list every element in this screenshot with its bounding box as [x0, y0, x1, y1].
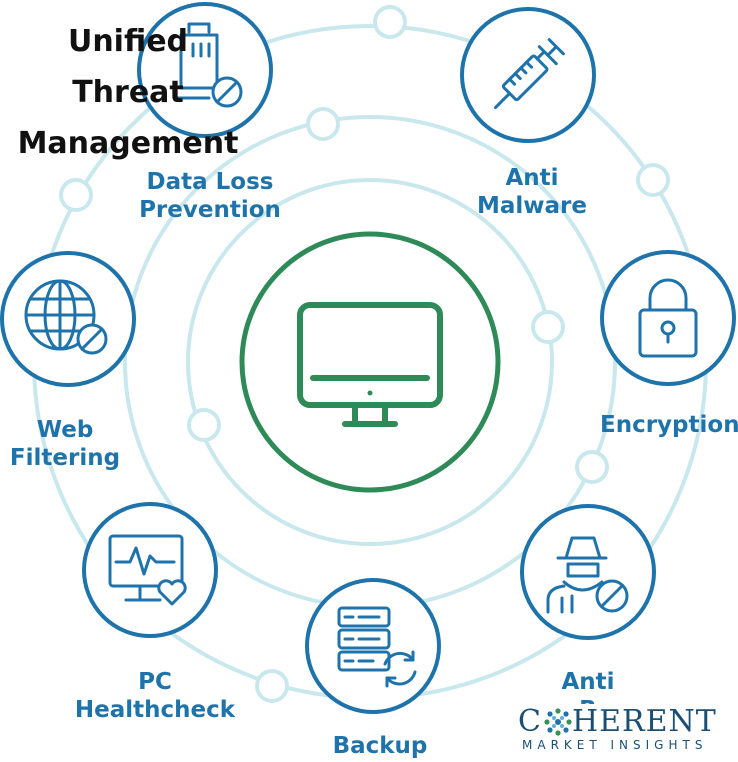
node-ring — [460, 7, 596, 143]
node-web-filtering — [0, 251, 136, 387]
monitor-icon — [297, 302, 443, 427]
padlock-icon — [638, 278, 698, 358]
orbit-inner — [186, 178, 554, 546]
usb-drive-blocked-icon — [175, 22, 243, 108]
server-sync-icon — [337, 606, 417, 688]
orbit-dot — [306, 107, 340, 141]
syringe-icon — [493, 38, 565, 110]
logo-mark-icon — [544, 708, 572, 736]
label-data-loss-prevention: Data Loss Prevention — [139, 169, 281, 223]
label-encryption: Encryption — [600, 412, 738, 438]
center-node — [239, 231, 501, 493]
node-encryption — [600, 250, 736, 386]
node-ring — [520, 504, 656, 640]
node-ring — [600, 250, 736, 386]
logo-tagline: MARKET INSIGHTS — [522, 738, 708, 752]
node-backup — [305, 578, 441, 714]
node-pc-healthcheck — [82, 502, 218, 638]
node-ring — [82, 502, 218, 638]
node-data-loss-prevention — [137, 2, 273, 138]
orbit-dot — [373, 5, 407, 39]
node-ring — [305, 578, 441, 714]
orbit-dot — [575, 450, 609, 484]
diagram-title: Unified Threat Management — [17, 24, 239, 161]
orbit-dot — [636, 163, 670, 197]
orbit-dot — [187, 408, 221, 442]
center-ring — [239, 231, 501, 493]
label-backup: Backup — [332, 733, 428, 759]
node-ring — [137, 2, 273, 138]
node-ring — [0, 251, 136, 387]
label-anti-malware: Anti Malware — [476, 165, 587, 219]
orbit-dot — [255, 669, 289, 703]
label-pc-healthcheck: PC Healthcheck — [74, 669, 236, 723]
spy-blocked-icon — [546, 536, 629, 614]
orbit-dot — [59, 178, 93, 212]
node-anti-malware — [460, 7, 596, 143]
label-web-filtering: Web Filtering — [9, 417, 121, 471]
globe-blocked-icon — [24, 279, 108, 355]
monitor-heartbeat-icon — [108, 534, 187, 606]
node-anti-spy — [520, 504, 656, 640]
orbit-dot — [531, 310, 565, 344]
